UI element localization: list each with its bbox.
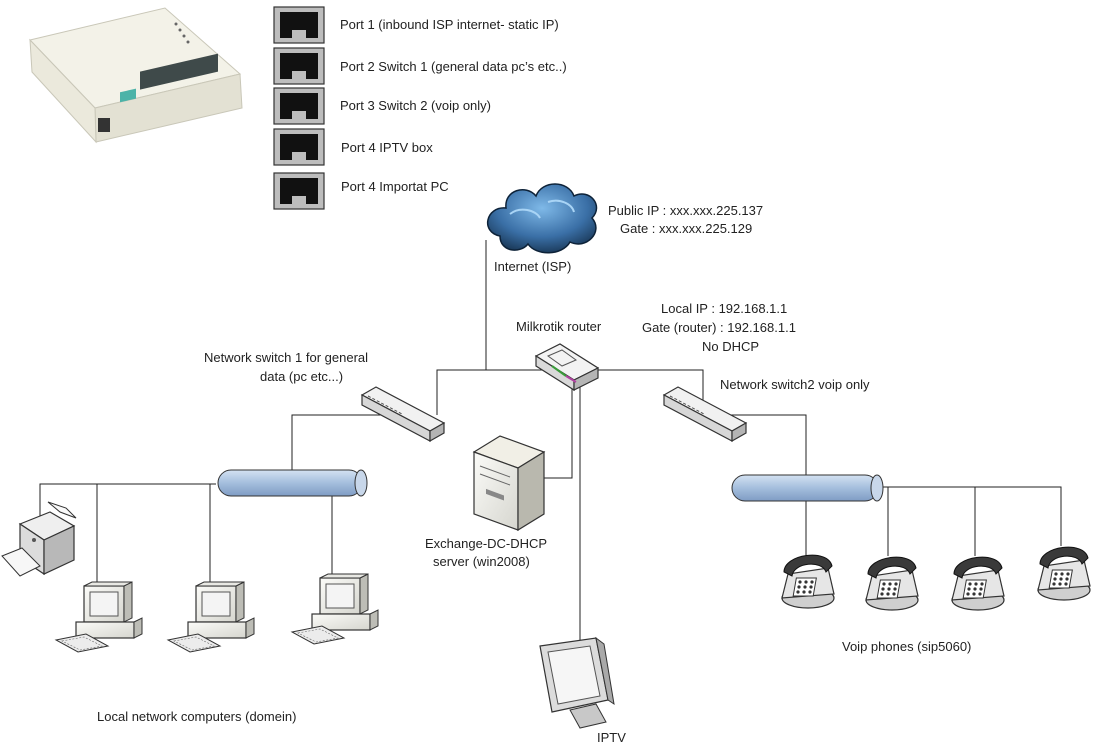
router-local-ip: Local IP : 192.168.1.1 (661, 301, 788, 316)
switch-1-label-line2: data (pc etc...) (260, 369, 344, 384)
public-ip-label: Public IP : xxx.xxx.225.137 (608, 203, 764, 218)
router-gate: Gate (router) : 192.168.1.1 (642, 320, 796, 335)
voip-phone-icon (951, 556, 1005, 611)
switch-2-label: Network switch2 voip only (720, 377, 870, 392)
legend-port-3: Port 3 Switch 2 (voip only) (340, 98, 492, 113)
server-icon (472, 435, 546, 532)
switch-1-label-line1: Network switch 1 for general (204, 350, 369, 365)
internet-cloud-icon (486, 183, 598, 254)
server-label-line1: Exchange-DC-DHCP (425, 536, 548, 551)
legend-port-1: Port 1 (inbound ISP internet- static IP) (340, 17, 559, 32)
lan-bus-right (731, 474, 884, 502)
ethernet-port-icon (273, 172, 325, 210)
ethernet-port-icon (273, 87, 325, 125)
iptv-monitor-icon (539, 636, 615, 729)
legend-port-4: Port 4 IPTV box (341, 140, 433, 155)
voip-phones-label: Voip phones (sip5060) (842, 639, 972, 654)
router-label: Milkrotik router (516, 319, 602, 334)
voip-phone-icon (1037, 546, 1091, 601)
ethernet-port-icon (273, 128, 325, 166)
voip-phone-icon (865, 556, 919, 611)
router-dhcp: No DHCP (702, 339, 760, 354)
computer-icon (291, 573, 379, 645)
server-label-line2: server (win2008) (433, 554, 530, 569)
router-icon (534, 343, 600, 392)
legend-port-icons (273, 6, 325, 210)
internet-label: Internet (ISP) (494, 259, 572, 274)
switch-2-icon (663, 386, 747, 442)
computer-icon (167, 581, 255, 653)
voip-phone-icon (781, 554, 835, 609)
lan-bus-left (217, 469, 368, 497)
router-photo (29, 7, 243, 144)
internet-gate-label: Gate : xxx.xxx.225.129 (620, 221, 753, 236)
legend-port-5: Port 4 Importat PC (341, 179, 449, 194)
ethernet-port-icon (273, 47, 325, 85)
computer-icon (55, 581, 143, 653)
printer-icon (1, 501, 77, 577)
iptv-label: IPTV (597, 730, 626, 745)
ethernet-port-icon (273, 6, 325, 44)
switch-1-icon (361, 386, 445, 442)
legend-port-2: Port 2 Switch 1 (general data pc’s etc..… (340, 59, 567, 74)
computers-label: Local network computers (domein) (97, 709, 297, 724)
